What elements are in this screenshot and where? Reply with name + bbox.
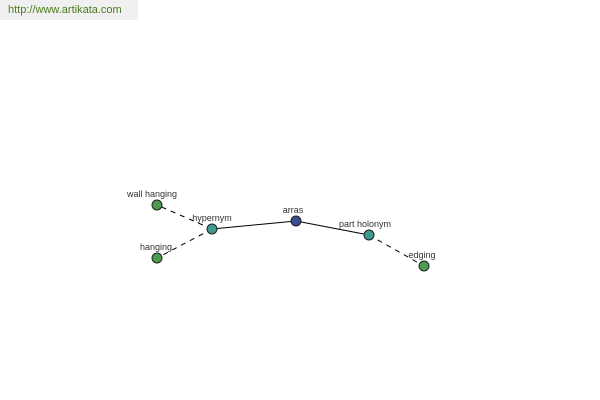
node-hanging[interactable]: hanging (140, 242, 172, 264)
node-part-holonym-circle[interactable] (363, 229, 375, 241)
node-wall-hanging-label: wall hanging (126, 189, 177, 199)
source-url-link[interactable]: http://www.artikata.com (0, 0, 138, 20)
edge-hypernym-wall-hanging (156, 204, 213, 230)
node-hypernym-circle[interactable] (206, 223, 218, 235)
node-hypernym[interactable]: hypernym (192, 213, 232, 235)
node-edging-circle[interactable] (418, 260, 430, 272)
edge-arras-part-holonym (295, 220, 370, 236)
node-arras[interactable]: arras (283, 205, 304, 227)
node-part-holonym[interactable]: part holonym (339, 219, 391, 241)
node-hypernym-label: hypernym (192, 213, 232, 223)
edge-arras-hypernym (211, 220, 297, 230)
node-arras-circle[interactable] (290, 215, 302, 227)
node-hanging-label: hanging (140, 242, 172, 252)
node-edging[interactable]: edging (408, 250, 436, 272)
node-arras-label: arras (283, 205, 304, 215)
node-wall-hanging-circle[interactable] (151, 199, 163, 211)
node-wall-hanging[interactable]: wall hanging (126, 189, 177, 211)
node-edging-label: edging (408, 250, 435, 260)
edge-hypernym-hanging (156, 228, 213, 259)
node-part-holonym-label: part holonym (339, 219, 391, 229)
edge-part-holonym-edging (368, 234, 425, 267)
node-hanging-circle[interactable] (151, 252, 163, 264)
